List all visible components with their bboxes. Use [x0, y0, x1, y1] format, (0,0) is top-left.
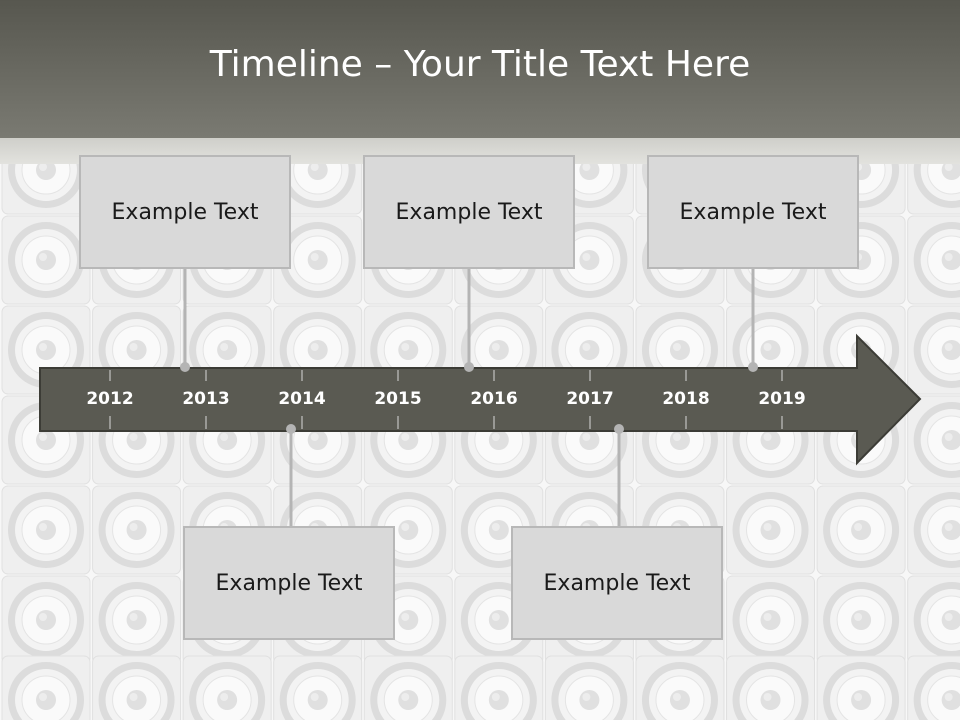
speaker-icon: [92, 485, 182, 575]
year-label: 2012: [86, 389, 133, 409]
speaker-icon: [273, 655, 363, 720]
connector-dot-top-3: [748, 362, 758, 372]
year-label: 2013: [182, 389, 229, 409]
year-labels: 2012 2013 2014 2015 2016 2017 2018 2019: [86, 389, 805, 409]
speaker-icon: [273, 215, 363, 305]
speaker-icon: [907, 655, 960, 720]
year-label: 2019: [758, 389, 805, 409]
speaker-icon: [907, 215, 960, 305]
event-box-bottom-1: Example Text: [183, 526, 395, 640]
slide-title: Timeline – Your Title Text Here: [209, 44, 751, 85]
year-label: 2014: [278, 389, 325, 409]
speaker-icon: [907, 575, 960, 665]
year-label: 2016: [470, 389, 517, 409]
speaker-icon: [816, 485, 906, 575]
event-box-top-3: Example Text: [647, 155, 859, 269]
speaker-icon: [726, 655, 816, 720]
connector-dots: [180, 362, 758, 434]
connector-dot-bottom-1: [286, 424, 296, 434]
year-label: 2018: [662, 389, 709, 409]
year-label: 2017: [566, 389, 613, 409]
connector-dot-top-2: [464, 362, 474, 372]
speaker-icon: [454, 655, 544, 720]
speaker-icon: [635, 655, 725, 720]
speaker-icon: [816, 655, 906, 720]
event-box-top-1: Example Text: [79, 155, 291, 269]
speaker-icon: [907, 485, 960, 575]
event-label: Example Text: [543, 570, 691, 596]
speaker-icon: [907, 395, 960, 485]
speaker-icon: [1, 575, 91, 665]
event-label: Example Text: [215, 570, 363, 596]
speaker-icon: [726, 575, 816, 665]
speaker-icon: [92, 575, 182, 665]
speaker-icon: [363, 655, 453, 720]
speaker-icon: [92, 655, 182, 720]
event-box-top-2: Example Text: [363, 155, 575, 269]
event-label: Example Text: [679, 199, 827, 225]
speaker-icon: [907, 305, 960, 395]
title-bar: Timeline – Your Title Text Here: [0, 0, 960, 138]
event-box-bottom-2: Example Text: [511, 526, 723, 640]
year-label: 2015: [374, 389, 421, 409]
connector-lines: [183, 268, 755, 527]
speaker-icon: [1, 215, 91, 305]
timeline-arrow: [39, 333, 922, 466]
event-label: Example Text: [111, 199, 259, 225]
speaker-icon: [1, 655, 91, 720]
connector-dot-top-1: [180, 362, 190, 372]
speaker-icon: [726, 485, 816, 575]
connector-dot-bottom-2: [614, 424, 624, 434]
speaker-icon: [182, 655, 272, 720]
year-ticks: [109, 370, 783, 429]
event-label: Example Text: [395, 199, 543, 225]
speaker-icon: [544, 655, 634, 720]
speaker-icon: [816, 575, 906, 665]
speaker-icon: [1, 485, 91, 575]
